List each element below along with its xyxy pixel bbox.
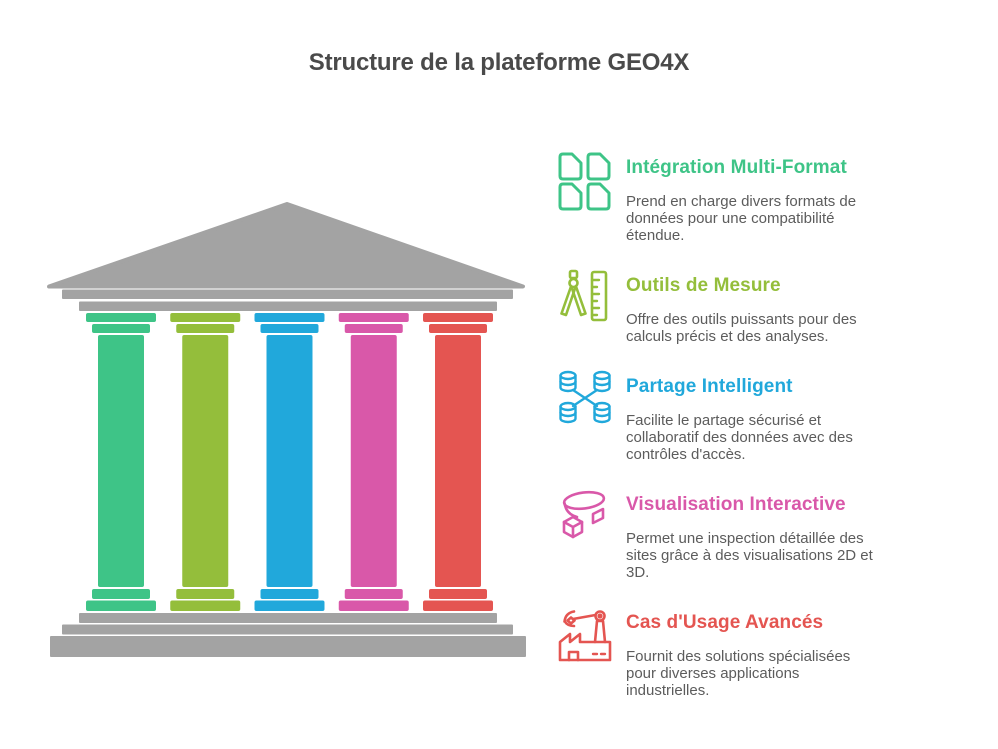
feature-description: Facilite le partage sécurisé et collabor…: [626, 412, 853, 463]
temple-entablature: [62, 289, 513, 311]
temple-pillar-visualisation-interactive: [350, 335, 397, 587]
temple-pillar-cas-d-usage-avances: [429, 589, 487, 599]
compass-ruler-icon: [557, 269, 613, 325]
temple-pillar-partage-intelligent: [266, 335, 313, 587]
temple-pillar-partage-intelligent: [260, 589, 319, 599]
temple-illustration: [47, 202, 526, 657]
temple-pillar-visualisation-interactive: [338, 600, 409, 611]
feature-integration-multi-format: Intégration Multi-Format Prend en charge…: [557, 152, 902, 244]
temple-pillar-cas-d-usage-avances: [423, 600, 493, 611]
feature-list: Intégration Multi-Format Prend en charge…: [557, 152, 902, 699]
temple-pillar-visualisation-interactive: [338, 313, 409, 322]
temple-pillar-integration-multi-format: [92, 324, 150, 333]
database-network-icon: [557, 370, 613, 426]
temple-pillar-integration-multi-format: [92, 589, 150, 599]
feature-title: Cas d'Usage Avancés: [626, 612, 824, 633]
temple-pillar-outils-de-mesure: [176, 324, 235, 333]
feature-title: Partage Intelligent: [626, 376, 793, 397]
temple-pillar-integration-multi-format: [98, 335, 144, 587]
temple-pillar-cas-d-usage-avances: [423, 313, 493, 322]
feature-title: Intégration Multi-Format: [626, 157, 847, 178]
page-title: Structure de la plateforme GEO4X: [308, 49, 690, 76]
temple-pillar-visualisation-interactive: [344, 324, 403, 333]
feature-description: Offre des outils puissants pour des calc…: [626, 311, 857, 345]
feature-title: Visualisation Interactive: [626, 494, 846, 515]
feature-description: Fournit des solutions spécialisées pour …: [626, 648, 851, 699]
temple-steps: [50, 613, 526, 657]
temple-pillar-integration-multi-format: [86, 600, 156, 611]
temple-pillar-cas-d-usage-avances: [435, 335, 481, 587]
temple-pillar-partage-intelligent: [260, 324, 319, 333]
feature-title: Outils de Mesure: [626, 275, 781, 296]
temple-pillar-outils-de-mesure: [182, 335, 229, 587]
temple-columns: [86, 313, 493, 611]
feature-description: Prend en charge divers formats de donnée…: [626, 193, 857, 244]
temple-pillar-integration-multi-format: [86, 313, 156, 322]
temple-pillar-partage-intelligent: [254, 313, 325, 322]
documents-icon: [557, 151, 613, 211]
feature-cas-d-usage-avances: Cas d'Usage Avancés Fournit des solution…: [557, 610, 902, 699]
temple-roof: [47, 202, 525, 289]
feature-outils-de-mesure: Outils de Mesure Offre des outils puissa…: [557, 269, 902, 345]
temple-pillar-cas-d-usage-avances: [429, 324, 487, 333]
temple-pillar-outils-de-mesure: [170, 313, 241, 322]
temple-pillar-outils-de-mesure: [170, 600, 241, 611]
feature-description: Permet une inspection détaillée des site…: [626, 530, 873, 581]
temple-pillar-visualisation-interactive: [344, 589, 403, 599]
feature-partage-intelligent: Partage Intelligent Facilite le partage …: [557, 370, 902, 463]
factory-robot-arm-icon: [557, 606, 613, 664]
3d-view-icon: [557, 488, 613, 544]
temple-pillar-partage-intelligent: [254, 600, 325, 611]
temple-pillar-outils-de-mesure: [176, 589, 235, 599]
feature-visualisation-interactive: Visualisation Interactive Permet une ins…: [557, 490, 902, 581]
